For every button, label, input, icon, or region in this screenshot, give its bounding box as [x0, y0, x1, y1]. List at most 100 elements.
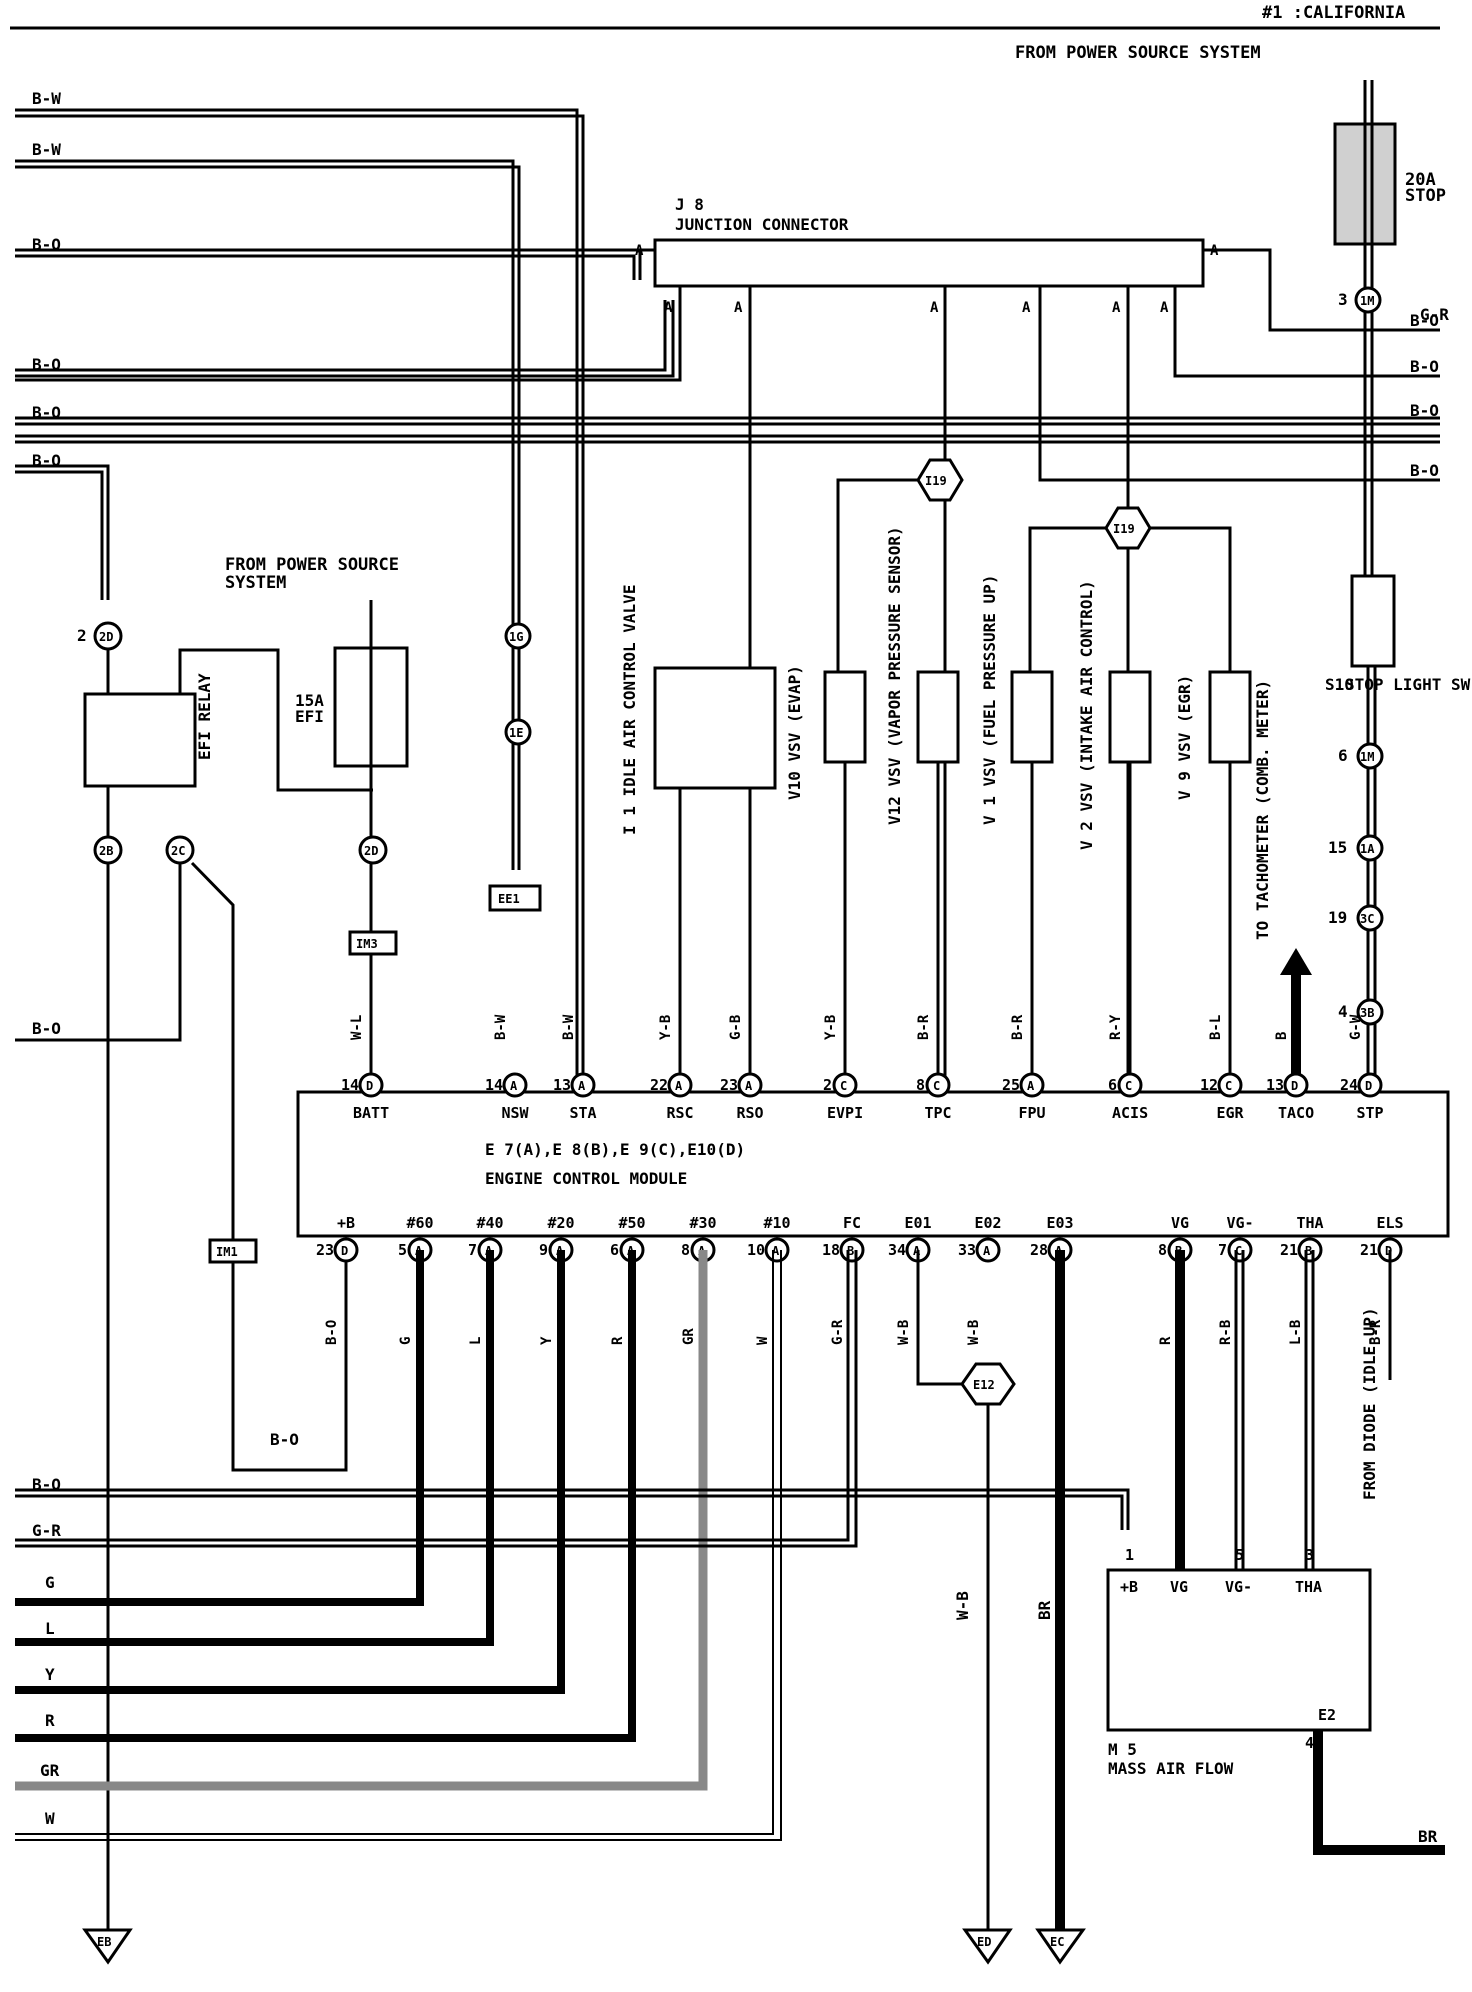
- pin-name: #40: [477, 1214, 504, 1232]
- svg-text:G: G: [45, 1573, 55, 1592]
- svg-text:I19: I19: [925, 474, 947, 488]
- pin-name: VG-: [1227, 1214, 1254, 1232]
- maf-id: M 5: [1108, 1740, 1137, 1759]
- ground-ec: EC: [1035, 1928, 1086, 1965]
- ground-eb: EB: [82, 1928, 133, 1965]
- pin-conn-letter: A: [675, 1079, 683, 1093]
- vsv-evap-label: V10 VSV (EVAP): [785, 665, 804, 800]
- svg-text:EC: EC: [1050, 1935, 1064, 1949]
- pin-name: +B: [1120, 1578, 1138, 1596]
- pin-name: STP: [1357, 1104, 1384, 1122]
- j8-id: J 8: [675, 195, 704, 214]
- efi-fuse-rating: 15A: [295, 691, 324, 710]
- pin-name: ACIS: [1112, 1104, 1148, 1122]
- pin-wire-color: W-B: [966, 1320, 982, 1345]
- svg-text:EE1: EE1: [498, 892, 520, 906]
- pin-number: 25: [1002, 1076, 1020, 1094]
- pin-wire-color: W-L: [349, 1015, 365, 1040]
- pin-wire-color: G-R: [830, 1319, 846, 1345]
- svg-text:2D: 2D: [364, 844, 378, 858]
- efi-relay-label: EFI RELAY: [195, 673, 214, 760]
- from-diode-label: FROM DIODE (IDLE-UP): [1360, 1307, 1379, 1500]
- pin-wire-color: Y-B: [823, 1015, 839, 1040]
- svg-text:W: W: [45, 1809, 55, 1828]
- svg-text:IM3: IM3: [356, 937, 378, 951]
- pin-conn-letter: D: [1291, 1079, 1298, 1093]
- pin-number: 8: [681, 1241, 690, 1259]
- svg-text:GR: GR: [40, 1761, 60, 1780]
- connector-2d-left: [93, 621, 123, 651]
- pin-name: FPU: [1019, 1104, 1046, 1122]
- connector-im1: [208, 1238, 258, 1264]
- svg-text:E12: E12: [973, 1378, 995, 1392]
- stop-light-switch-id: S10: [1325, 675, 1354, 694]
- pin-conn-letter: C: [1125, 1079, 1132, 1093]
- pin-number: 34: [888, 1241, 906, 1259]
- pin-wire-color: Y-B: [658, 1015, 674, 1040]
- connector-1e: [504, 718, 532, 746]
- vsv-coils: [823, 670, 1252, 764]
- svg-text:BR: BR: [1035, 1600, 1054, 1620]
- svg-text:B-O: B-O: [270, 1430, 299, 1449]
- pin-wire-color: R: [610, 1336, 626, 1345]
- pin-wire-color: B: [1274, 1032, 1290, 1040]
- svg-text:15: 15: [1328, 838, 1347, 857]
- svg-text:3B: 3B: [1360, 1006, 1374, 1020]
- pin-number: 8: [1158, 1241, 1167, 1259]
- svg-text:B-O: B-O: [1410, 357, 1439, 376]
- pin-conn-letter: C: [933, 1079, 940, 1093]
- from-power-source-left: FROM POWER SOURCE: [225, 555, 399, 575]
- pin-name: #10: [764, 1214, 791, 1232]
- pin-conn-letter: A: [772, 1244, 780, 1258]
- svg-text:1G: 1G: [509, 630, 523, 644]
- vsv-vapor-label: V12 VSV (VAPOR PRESSURE SENSOR): [885, 526, 904, 825]
- pin-name: STA: [570, 1104, 597, 1122]
- j8-name: JUNCTION CONNECTOR: [675, 215, 849, 234]
- svg-text:G-R: G-R: [1420, 305, 1449, 324]
- pin-name: EVPI: [827, 1104, 863, 1122]
- pin-number: 10: [747, 1241, 765, 1259]
- svg-text:19: 19: [1328, 908, 1347, 927]
- pin-name: +B: [337, 1214, 355, 1232]
- stop-light-switch: [1350, 574, 1396, 668]
- vsv-intake-label: V 2 VSV (INTAKE AIR CONTROL): [1077, 580, 1096, 850]
- stop-fuse-name: STOP: [1405, 186, 1446, 206]
- j8-pin-a-left: A: [635, 243, 644, 259]
- svg-text:B-O: B-O: [1410, 311, 1439, 330]
- mass-air-flow-meter: [1106, 1568, 1372, 1732]
- svg-text:L: L: [45, 1619, 55, 1638]
- efi-relay: [83, 692, 197, 788]
- pin-conn-letter: A: [983, 1244, 991, 1258]
- pin-number: 13: [553, 1076, 571, 1094]
- pin-number: 6: [610, 1241, 619, 1259]
- pin-number: 33: [958, 1241, 976, 1259]
- pin-wire-color: B-O: [324, 1320, 340, 1345]
- pin-number: 28: [1030, 1241, 1048, 1259]
- pin-number: 8: [916, 1076, 925, 1094]
- pin-name: ELS: [1377, 1214, 1404, 1232]
- pin-wire-color: GR: [681, 1328, 697, 1345]
- connector-ee1: [488, 884, 542, 912]
- pin-wire-color: B-R: [1368, 1319, 1384, 1345]
- vsv-evap-v10: [823, 670, 867, 764]
- pin-conn-letter: C: [840, 1079, 847, 1093]
- pin-wire-color: R-B: [1218, 1320, 1234, 1345]
- pin-number: 12: [1200, 1076, 1218, 1094]
- pin-wire-color: W-B: [896, 1320, 912, 1345]
- pin-number: 23: [720, 1076, 738, 1094]
- pin-number: 21: [1280, 1241, 1298, 1259]
- pin-name: E2: [1318, 1706, 1336, 1724]
- pin-number: 6: [1108, 1076, 1117, 1094]
- to-tachometer-label: TO TACHOMETER (COMB. METER): [1253, 680, 1272, 940]
- svg-text:1M: 1M: [1360, 750, 1374, 764]
